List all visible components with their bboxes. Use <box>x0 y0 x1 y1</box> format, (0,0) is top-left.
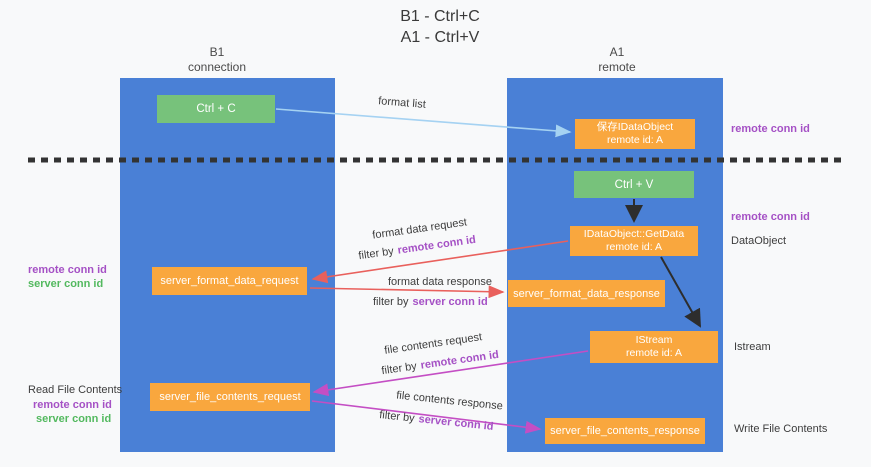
annotation-read-file-contents: Read File Contents <box>28 384 123 396</box>
node-istream-line2: remote id: A <box>625 347 683 359</box>
arrow-format-data-response <box>309 285 505 299</box>
node-ctrl-v-label: Ctrl + V <box>614 178 654 191</box>
title-line-b1: B1 - Ctrl+C <box>400 8 480 25</box>
annotation-istream: Istream <box>734 341 771 353</box>
node-save-idataobject: 保存IDataObject remote id: A <box>575 119 695 149</box>
node-file-response-label: server_file_contents_response <box>550 425 700 437</box>
remote-conn-id-text: remote conn id <box>419 348 500 372</box>
annotation-left-bottom-server-conn-id: server conn id <box>36 413 112 425</box>
node-format-request-label: server_format_data_request <box>160 275 299 287</box>
node-server-file-contents-response: server_file_contents_response <box>545 418 705 444</box>
annotation-right-top-remote-conn-id: remote conn id <box>731 123 810 135</box>
node-ctrl-v: Ctrl + V <box>574 171 694 198</box>
node-save-line2: remote id: A <box>606 134 664 146</box>
filter-by-text: filter by <box>378 409 416 425</box>
annotation-write-file-contents: Write File Contents <box>734 423 828 435</box>
label-file-contents-response: file contents response <box>395 389 504 413</box>
node-getdata-line2: remote id: A <box>605 241 663 253</box>
label-format-list: format list <box>377 95 427 111</box>
diagram-title: B1 - Ctrl+C A1 - Ctrl+V <box>300 6 580 48</box>
node-idataobject-getdata: IDataObject::GetData remote id: A <box>570 226 698 256</box>
lane-header-b1: B1 connection <box>152 45 282 75</box>
lane-a1-name: A1 <box>609 45 625 59</box>
node-save-line1: 保存IDataObject <box>596 121 674 133</box>
node-server-format-data-request: server_format_data_request <box>152 267 307 295</box>
label-format-data-response: format data response <box>388 276 492 288</box>
remote-conn-id-text: remote conn id <box>396 233 477 257</box>
lane-b1-role: connection <box>187 60 247 74</box>
node-istream-line1: IStream <box>635 334 673 346</box>
annotation-right-mid-remote-conn-id: remote conn id <box>731 211 810 223</box>
node-ctrl-c-label: Ctrl + C <box>196 103 236 115</box>
node-format-response-label: server_format_data_response <box>513 287 660 300</box>
annotation-left-server-conn-id: server conn id <box>28 278 104 290</box>
annotation-left-bottom-remote-conn-id: remote conn id <box>33 399 112 411</box>
node-server-format-data-response: server_format_data_response <box>508 280 665 307</box>
annotation-dataobject: DataObject <box>731 235 787 247</box>
node-file-request-label: server_file_contents_request <box>159 391 301 403</box>
node-istream: IStream remote id: A <box>590 331 718 363</box>
annotation-left-remote-conn-id: remote conn id <box>28 264 107 276</box>
lane-header-a1: A1 remote <box>552 45 682 75</box>
node-server-file-contents-request: server_file_contents_request <box>150 383 310 411</box>
node-getdata-line1: IDataObject::GetData <box>583 228 685 240</box>
server-conn-id-text: server conn id <box>417 413 494 433</box>
lane-b1-name: B1 <box>209 45 225 59</box>
filter-by-text: filter by <box>357 245 395 263</box>
filter-by-text: filter by <box>380 360 418 378</box>
lane-a1-role: remote <box>598 60 636 74</box>
title-line-a1: A1 - Ctrl+V <box>400 29 480 46</box>
filter-by-text: filter by <box>373 296 409 308</box>
server-conn-id-text: server conn id <box>412 296 488 308</box>
node-ctrl-c: Ctrl + C <box>157 95 275 123</box>
